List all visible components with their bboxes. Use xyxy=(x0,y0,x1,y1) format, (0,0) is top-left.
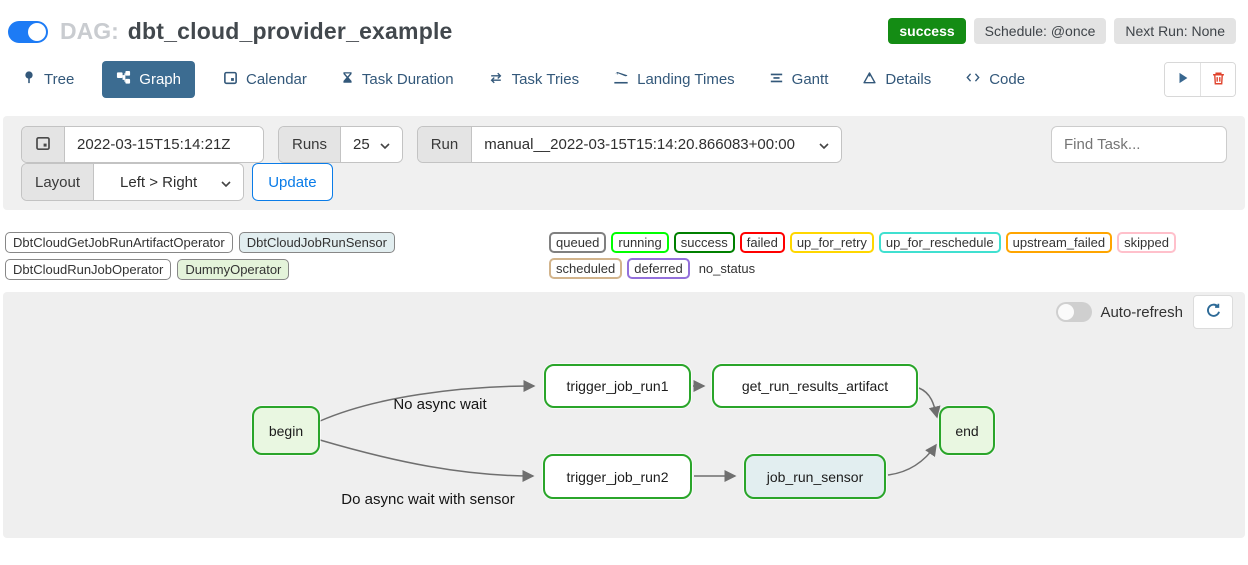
toggle-knob xyxy=(1058,304,1075,320)
layout-group: Layout Left > Right xyxy=(21,163,245,201)
trash-icon xyxy=(1211,71,1226,89)
num-runs-value: 25 xyxy=(353,136,370,153)
operator-badge: DbtCloudJobRunSensor xyxy=(238,232,395,253)
status-badge-upstream-failed[interactable]: upstream_failed xyxy=(1005,232,1113,253)
tab-details[interactable]: Details xyxy=(856,62,937,98)
run-group: Run manual__2022-03-15T15:14:20.866083+0… xyxy=(416,126,842,163)
legend: DbtCloudGetJobRunArtifactOperator DbtClo… xyxy=(5,232,1243,280)
chevron-down-icon xyxy=(819,136,829,153)
dag-action-group xyxy=(1164,62,1236,97)
tab-label: Calendar xyxy=(246,71,307,88)
status-badge-failed[interactable]: failed xyxy=(739,232,785,253)
tab-label: Task Duration xyxy=(361,71,454,88)
tab-label: Graph xyxy=(139,71,181,88)
gantt-bars-icon xyxy=(769,71,784,89)
layout-value: Left > Right xyxy=(120,173,198,191)
tab-label: Code xyxy=(989,71,1026,88)
status-badge-scheduled[interactable]: scheduled xyxy=(549,258,623,279)
layout-label: Layout xyxy=(22,164,95,200)
tab-label: Gantt xyxy=(791,71,829,88)
edge-label-no-async-wait: No async wait xyxy=(393,396,487,413)
auto-refresh-toggle[interactable] xyxy=(1056,302,1093,322)
auto-refresh-label: Auto-refresh xyxy=(1100,303,1183,321)
tab-tree[interactable]: Tree xyxy=(16,61,80,98)
calendar-icon xyxy=(35,135,51,155)
toggle-knob xyxy=(28,22,46,41)
base-date-input[interactable] xyxy=(65,127,263,162)
plane-landing-icon xyxy=(613,70,629,89)
runs-label: Runs xyxy=(279,127,342,162)
layout-select[interactable]: Left > Right xyxy=(94,164,244,200)
tab-landing-times[interactable]: Landing Times xyxy=(607,61,741,98)
status-badge-queued[interactable]: queued xyxy=(549,232,607,253)
filter-panel: Runs 25 Run manual__2022-03-15T15:14:20.… xyxy=(3,116,1245,210)
status-badge-up-for-reschedule[interactable]: up_for_reschedule xyxy=(878,232,1001,253)
task-node-get-run-results-artifact[interactable]: get_run_results_artifact xyxy=(712,364,918,408)
dag-pause-toggle[interactable] xyxy=(8,20,48,43)
tab-gantt[interactable]: Gantt xyxy=(763,62,835,98)
run-select[interactable]: manual__2022-03-15T15:14:20.866083+00:00 xyxy=(472,127,841,162)
chevron-down-icon xyxy=(221,174,231,191)
tree-icon xyxy=(22,70,36,89)
refresh-icon xyxy=(1205,302,1222,322)
task-node-trigger-job-run2[interactable]: trigger_job_run2 xyxy=(543,454,692,499)
tab-task-tries[interactable]: Task Tries xyxy=(482,62,586,98)
status-badge[interactable]: success xyxy=(888,18,966,44)
dag-edges: No async wait Do async wait with sensor xyxy=(319,380,941,508)
repeat-icon xyxy=(488,71,504,89)
task-node-begin[interactable]: begin xyxy=(252,406,320,455)
run-label: Run xyxy=(417,127,473,162)
next-run-badge: Next Run: None xyxy=(1114,18,1236,44)
task-node-trigger-job-run1[interactable]: trigger_job_run1 xyxy=(544,364,691,408)
refresh-button[interactable] xyxy=(1193,295,1233,329)
tab-task-duration[interactable]: Task Duration xyxy=(335,61,460,98)
run-value: manual__2022-03-15T15:14:20.866083+00:00 xyxy=(484,136,795,153)
operator-badge: DummyOperator xyxy=(177,259,290,280)
hourglass-icon xyxy=(341,70,354,89)
status-badge-skipped[interactable]: skipped xyxy=(1117,232,1176,253)
num-runs-select[interactable]: 25 xyxy=(341,127,402,162)
num-runs-group: Runs 25 xyxy=(278,126,403,163)
play-icon xyxy=(1176,71,1190,88)
tab-label: Details xyxy=(885,71,932,88)
operator-legend: DbtCloudGetJobRunArtifactOperator DbtClo… xyxy=(5,232,549,280)
status-legend: queued running success failed up_for_ret… xyxy=(549,232,1243,280)
tab-calendar[interactable]: Calendar xyxy=(217,61,313,98)
graph-icon xyxy=(116,70,131,89)
dag-title: dbt_cloud_provider_example xyxy=(127,18,453,44)
dag-prefix-label: DAG: xyxy=(60,18,119,44)
trigger-dag-button[interactable] xyxy=(1165,63,1200,96)
find-task-input[interactable] xyxy=(1051,126,1227,163)
dag-header: DAG: dbt_cloud_provider_example success … xyxy=(0,0,1248,45)
task-node-job-run-sensor[interactable]: job_run_sensor xyxy=(744,454,886,499)
status-badge-success[interactable]: success xyxy=(673,232,735,253)
status-badge-up-for-retry[interactable]: up_for_retry xyxy=(789,232,874,253)
edge-label-do-async-wait: Do async wait with sensor xyxy=(341,491,514,508)
tab-label: Landing Times xyxy=(637,71,735,88)
triangle-icon xyxy=(862,71,877,89)
dag-graph-panel: No async wait Do async wait with sensor … xyxy=(3,292,1245,538)
base-date-group xyxy=(21,126,264,163)
find-task-wrapper xyxy=(1051,126,1227,163)
update-button[interactable]: Update xyxy=(252,163,333,201)
schedule-badge: Schedule: @once xyxy=(973,18,1107,44)
chevron-down-icon xyxy=(380,136,390,153)
view-tabbar: Tree Graph Calendar Task Duration Task T… xyxy=(16,61,1236,98)
status-badge-deferred[interactable]: deferred xyxy=(627,258,690,279)
code-icon xyxy=(965,71,981,88)
delete-dag-button[interactable] xyxy=(1200,63,1235,96)
tab-graph[interactable]: Graph xyxy=(102,61,195,98)
calendar-picker-button[interactable] xyxy=(22,127,65,162)
status-badge-running[interactable]: running xyxy=(611,232,669,253)
tab-code[interactable]: Code xyxy=(959,62,1031,97)
operator-badge: DbtCloudGetJobRunArtifactOperator xyxy=(5,232,233,253)
task-node-end[interactable]: end xyxy=(939,406,995,455)
tab-label: Task Tries xyxy=(511,71,580,88)
calendar-icon xyxy=(223,70,238,89)
status-badge-no-status: no_status xyxy=(698,261,756,276)
operator-badge: DbtCloudRunJobOperator xyxy=(5,259,172,280)
auto-refresh-control: Auto-refresh xyxy=(1056,302,1183,322)
tab-label: Tree xyxy=(44,71,75,88)
